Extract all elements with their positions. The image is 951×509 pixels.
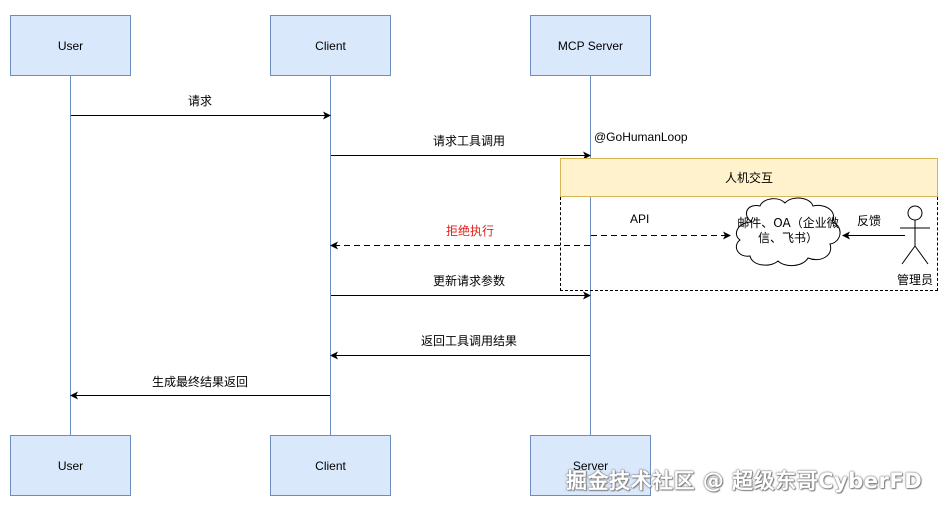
human-interaction-band: 人机交互 xyxy=(560,158,938,197)
server-label: MCP Server xyxy=(557,38,624,53)
message-return-result: 返回工具调用结果 xyxy=(421,334,518,348)
human-interaction-region xyxy=(560,197,938,291)
band-title: 人机交互 xyxy=(724,171,773,185)
annotation-gohumanloop: @GoHumanLoop xyxy=(594,130,688,144)
client-box-top: Client xyxy=(270,15,391,76)
user-label: User xyxy=(57,38,84,53)
client-label: Client xyxy=(315,38,346,53)
feedback-label: 反馈 xyxy=(857,214,882,228)
server-label: Server xyxy=(572,458,609,473)
message-final-result: 生成最终结果返回 xyxy=(152,375,249,389)
watermark: 掘金技术社区 @ 超级东哥CyberFD xyxy=(566,469,923,493)
message-tool-call: 请求工具调用 xyxy=(433,134,506,148)
server-box-bottom: Server xyxy=(530,435,651,496)
user-box-bottom: User xyxy=(10,435,131,496)
api-label: API xyxy=(630,212,650,226)
server-box-top: MCP Server xyxy=(530,15,651,76)
message-reject: 拒绝执行 xyxy=(446,224,495,238)
client-label: Client xyxy=(315,458,346,473)
actor-label: 管理员 xyxy=(897,273,934,287)
cloud-line-2: 信、飞书） xyxy=(757,231,818,245)
admin-actor-icon xyxy=(900,205,930,265)
cloud-shape xyxy=(735,197,841,266)
cloud-line-1: 邮件、OA（企业微 xyxy=(737,216,839,230)
message-update-params: 更新请求参数 xyxy=(433,274,506,288)
message-request: 请求 xyxy=(188,94,213,108)
client-box-bottom: Client xyxy=(270,435,391,496)
cloud-text: 邮件、OA（企业微 信、飞书） xyxy=(734,216,842,246)
user-box-top: User xyxy=(10,15,131,76)
user-label: User xyxy=(57,458,84,473)
